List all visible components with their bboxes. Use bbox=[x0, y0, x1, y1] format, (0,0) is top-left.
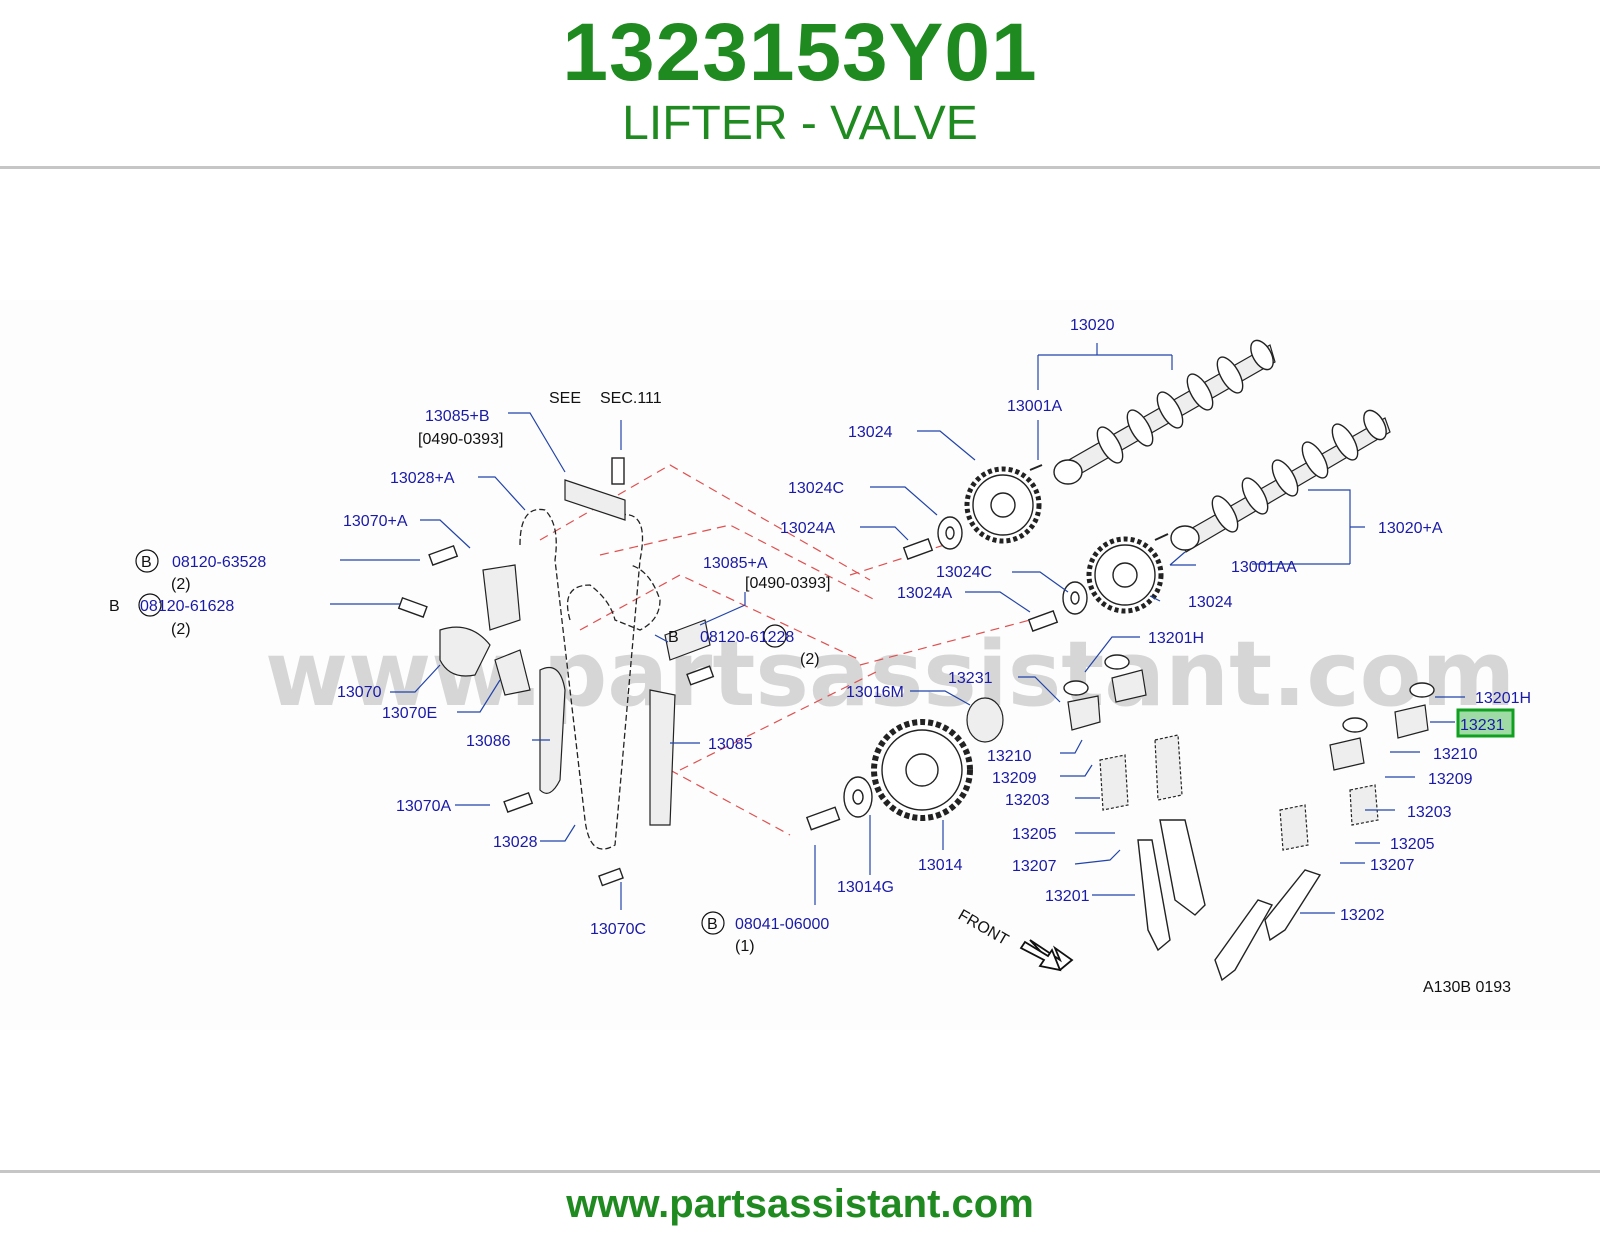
label-13205-mid[interactable]: 13205 bbox=[1012, 826, 1057, 843]
b-markers: B B B B bbox=[109, 549, 787, 935]
label-13203-mid[interactable]: 13203 bbox=[1005, 792, 1050, 809]
label-13085[interactable]: 13085 bbox=[708, 736, 753, 753]
website-link[interactable]: www.partsassistant.com bbox=[566, 1182, 1034, 1226]
page-header: 1323153Y01 LIFTER - VALVE bbox=[0, 0, 1600, 168]
label-13209-mid[interactable]: 13209 bbox=[992, 770, 1037, 787]
part-name-subtitle: LIFTER - VALVE bbox=[622, 97, 978, 150]
label-13020A[interactable]: 13020+A bbox=[1378, 520, 1443, 537]
label-13201H-right[interactable]: 13201H bbox=[1475, 690, 1531, 707]
label-13028[interactable]: 13028 bbox=[493, 834, 538, 851]
camshaft-upper bbox=[1029, 339, 1276, 485]
label-13231-target[interactable]: 13231 bbox=[1460, 717, 1505, 734]
label-13231-mid[interactable]: 13231 bbox=[948, 670, 993, 687]
front-arrow-icon bbox=[1019, 939, 1074, 972]
part-labels[interactable]: 13020 13001A 13024 13024C 13024A 13020+A… bbox=[140, 317, 1531, 955]
valve-assembly-middle bbox=[1063, 654, 1206, 952]
see-text: SEE bbox=[549, 390, 581, 407]
target-part-highlight bbox=[1456, 708, 1515, 738]
range-13085A: [0490-0393] bbox=[745, 575, 830, 592]
label-13207-mid[interactable]: 13207 bbox=[1012, 858, 1057, 875]
label-13207-right[interactable]: 13207 bbox=[1370, 857, 1415, 874]
cam-sprocket-lower bbox=[1086, 536, 1164, 614]
annotations: SEE SEC.111 [0490-0393] (2) (2) [0490-03… bbox=[171, 390, 1511, 996]
bolts bbox=[397, 457, 1059, 887]
svg-text:B: B bbox=[141, 554, 152, 571]
label-08120-63528[interactable]: 08120-63528 bbox=[172, 554, 266, 571]
svg-text:B: B bbox=[109, 598, 120, 615]
label-13001A[interactable]: 13001A bbox=[1007, 398, 1062, 415]
label-13070A-plus[interactable]: 13070+A bbox=[343, 513, 408, 530]
valve-assembly-right bbox=[1214, 682, 1435, 982]
label-08120-61628[interactable]: 08120-61628 bbox=[140, 598, 234, 615]
front-label: FRONT bbox=[955, 907, 1011, 949]
label-13201H-mid[interactable]: 13201H bbox=[1148, 630, 1204, 647]
cam-sprocket-upper bbox=[964, 466, 1042, 544]
label-13201[interactable]: 13201 bbox=[1045, 888, 1090, 905]
part-number-title: 1323153Y01 bbox=[562, 7, 1038, 98]
label-13070[interactable]: 13070 bbox=[337, 684, 382, 701]
label-08120-61228[interactable]: 08120-61228 bbox=[700, 629, 794, 646]
label-13086[interactable]: 13086 bbox=[466, 733, 511, 750]
label-13210-mid[interactable]: 13210 bbox=[987, 748, 1032, 765]
parts-diagram: www.partsassistant.com bbox=[0, 300, 1600, 1030]
label-13203-right[interactable]: 13203 bbox=[1407, 804, 1452, 821]
label-13085A-plus[interactable]: 13085+A bbox=[703, 555, 768, 572]
chain-guides bbox=[439, 479, 711, 826]
label-13024A[interactable]: 13024A bbox=[780, 520, 835, 537]
label-13202[interactable]: 13202 bbox=[1340, 907, 1385, 924]
qty-08120-61228: (2) bbox=[800, 651, 820, 668]
crank-sprocket bbox=[871, 697, 1004, 821]
label-13210-right[interactable]: 13210 bbox=[1433, 746, 1478, 763]
label-13024A-mid[interactable]: 13024A bbox=[897, 585, 952, 602]
label-13024[interactable]: 13024 bbox=[848, 424, 893, 441]
footer-divider bbox=[0, 1170, 1600, 1173]
timing-chains bbox=[519, 508, 661, 850]
qty-08120-63528: (2) bbox=[171, 576, 191, 593]
label-13014G[interactable]: 13014G bbox=[837, 879, 894, 896]
label-13070C[interactable]: 13070C bbox=[590, 921, 646, 938]
label-13016M[interactable]: 13016M bbox=[846, 684, 904, 701]
qty-08120-61628: (2) bbox=[171, 621, 191, 638]
label-13014[interactable]: 13014 bbox=[918, 857, 963, 874]
leader-lines bbox=[330, 343, 1465, 914]
qty-08041: (1) bbox=[735, 938, 755, 955]
sec-111-text: SEC.111 bbox=[600, 390, 662, 407]
header-divider bbox=[0, 166, 1600, 169]
label-13024C[interactable]: 13024C bbox=[788, 480, 844, 497]
label-13028A[interactable]: 13028+A bbox=[390, 470, 455, 487]
washers bbox=[843, 516, 1088, 818]
svg-text:B: B bbox=[707, 916, 718, 933]
reference-code: A130B 0193 bbox=[1423, 979, 1511, 996]
range-13085B: [0490-0393] bbox=[418, 431, 503, 448]
label-13020[interactable]: 13020 bbox=[1070, 317, 1115, 334]
camshaft-lower bbox=[1154, 409, 1391, 553]
label-13209-right[interactable]: 13209 bbox=[1428, 771, 1473, 788]
label-13024-mid[interactable]: 13024 bbox=[1188, 594, 1233, 611]
alignment-dashes bbox=[539, 464, 1031, 836]
label-08041-06000[interactable]: 08041-06000 bbox=[735, 916, 829, 933]
svg-text:B: B bbox=[668, 629, 679, 646]
label-13070E[interactable]: 13070E bbox=[382, 705, 437, 722]
label-13024C-mid[interactable]: 13024C bbox=[936, 564, 992, 581]
label-13205-right[interactable]: 13205 bbox=[1390, 836, 1435, 853]
exploded-view-diagram: www.partsassistant.com bbox=[109, 317, 1531, 996]
label-13001AA[interactable]: 13001AA bbox=[1231, 559, 1297, 576]
label-13085B[interactable]: 13085+B bbox=[425, 408, 490, 425]
label-13070A[interactable]: 13070A bbox=[396, 798, 451, 815]
